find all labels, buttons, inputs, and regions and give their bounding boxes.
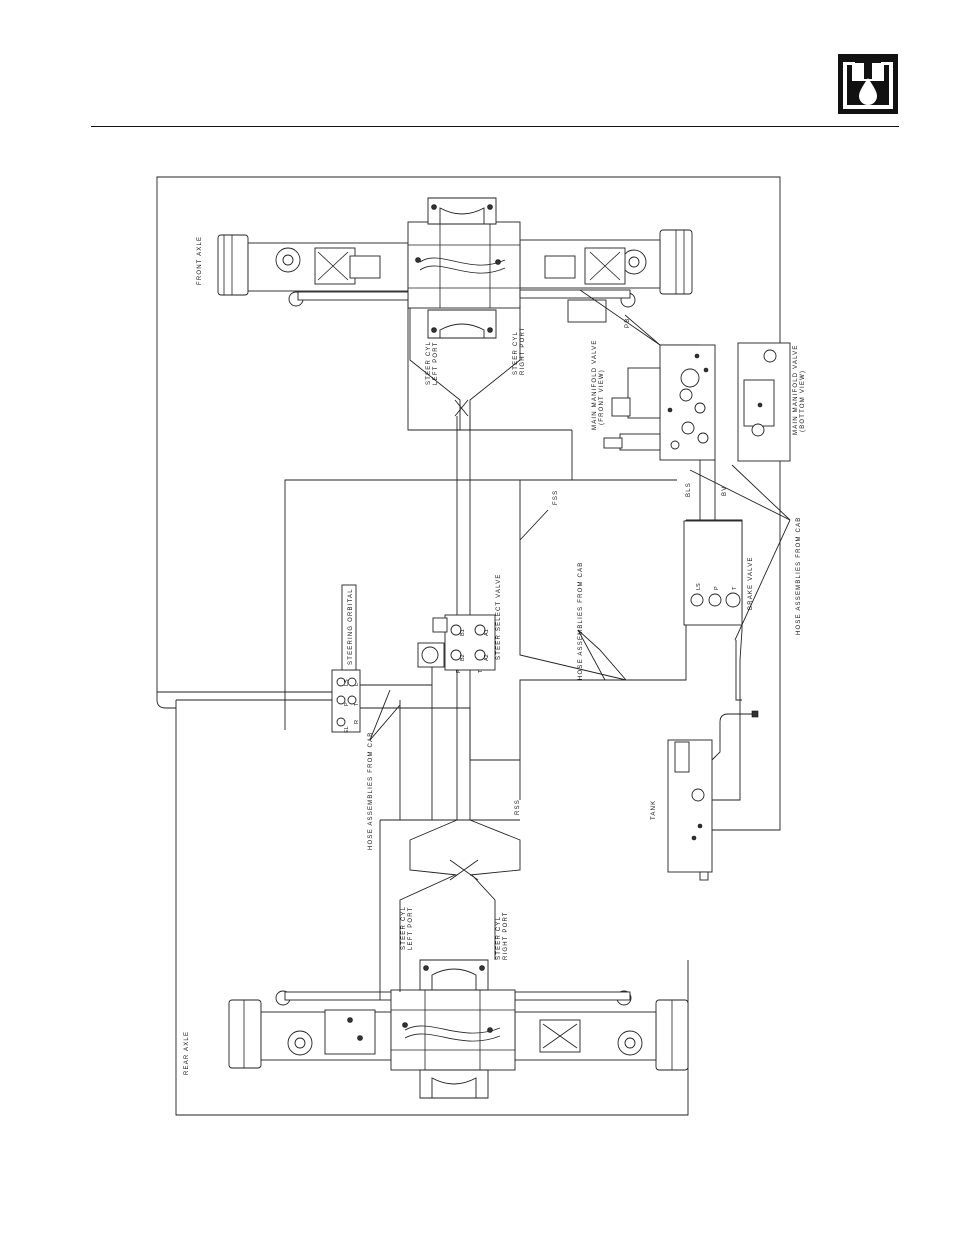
rear-steer-cyl-left-line1: STEER CYL — [401, 906, 407, 950]
orbital-port-t: T — [354, 702, 360, 706]
main-manifold-bottom-line2: (BOTTOM VIEW) — [800, 370, 806, 432]
select-port-p: P — [456, 669, 462, 673]
brake-port-t: T — [732, 586, 738, 590]
brake-port-p: P — [714, 586, 720, 590]
front-steer-cyl-right-line1: STEER CYL — [513, 331, 519, 375]
main-manifold-valve-front — [603, 344, 716, 461]
select-port-t: T — [478, 669, 484, 673]
orbital-port-ls: LS — [344, 679, 350, 686]
fs-label: FSS — [553, 490, 559, 505]
leader-lines — [369, 464, 791, 800]
select-port-a2: A2 — [484, 654, 490, 661]
front-axle-label: FRONT AXLE — [197, 236, 203, 285]
select-port-a1: A1 — [484, 629, 490, 636]
front-steer-cyl-left-line2: LEFT PORT — [433, 341, 439, 385]
steer-select-valve-label: STEER SELECT VALVE — [496, 573, 502, 660]
brake-port-ls: LS — [696, 583, 702, 590]
rear-axle-assembly — [228, 959, 689, 1099]
rear-steer-hoses — [379, 819, 521, 1000]
rs-label: RSS — [515, 799, 521, 815]
hydraulics-section-icon — [838, 54, 898, 114]
orbital-port-l: L — [354, 683, 360, 686]
front-steer-cyl-left-line1: STEER CYL — [426, 341, 432, 385]
rear-steer-cyl-right-line1: STEER CYL — [496, 916, 502, 960]
bls-label: BLS — [686, 482, 692, 497]
steering-orbital-label: STEERING ORBITAL — [348, 588, 354, 665]
select-port-b1: B1 — [460, 629, 466, 636]
rear-steer-cyl-left-line2: LEFT PORT — [408, 906, 414, 950]
pb-label: PB — [625, 318, 631, 328]
hose-from-cab-label-1: HOSE ASSEMBLIES FROM CAB — [578, 562, 584, 681]
brake-valve — [683, 520, 743, 626]
header-rule — [91, 126, 899, 127]
orbital-port-p: P — [344, 702, 350, 706]
hose-from-cab-label-2: HOSE ASSEMBLIES FROM CAB — [796, 517, 802, 636]
main-manifold-front-line1: MAIN MANIFOLD VALVE — [592, 339, 598, 430]
brake-valve-label: BRAKE VALVE — [748, 556, 754, 610]
hydraulic-tank — [667, 710, 759, 881]
select-port-b2: B2 — [460, 654, 466, 661]
main-manifold-valve-bottom — [737, 342, 791, 462]
bv-label: BV — [722, 486, 728, 496]
hose-from-cab-label-3: HOSE ASSEMBLIES FROM CAB — [368, 732, 374, 851]
main-manifold-bottom-line1: MAIN MANIFOLD VALVE — [793, 344, 799, 435]
rear-axle-label: REAR AXLE — [184, 1031, 190, 1075]
steer-select-valve — [417, 614, 496, 671]
orbital-port-el: EL — [344, 726, 350, 733]
orbital-port-r: R — [354, 720, 360, 724]
diagram-labels: FRONT AXLE REAR AXLE STEER CYL LEFT PORT… — [184, 236, 806, 1075]
steering-orbital — [331, 584, 361, 733]
front-axle-assembly — [217, 197, 693, 339]
main-manifold-front-line2: (FRONT VIEW) — [599, 369, 605, 425]
rear-steer-cyl-right-line2: RIGHT PORT — [503, 911, 509, 960]
tank-label: TANK — [651, 800, 657, 820]
front-steer-cyl-right-line2: RIGHT PORT — [520, 326, 526, 375]
